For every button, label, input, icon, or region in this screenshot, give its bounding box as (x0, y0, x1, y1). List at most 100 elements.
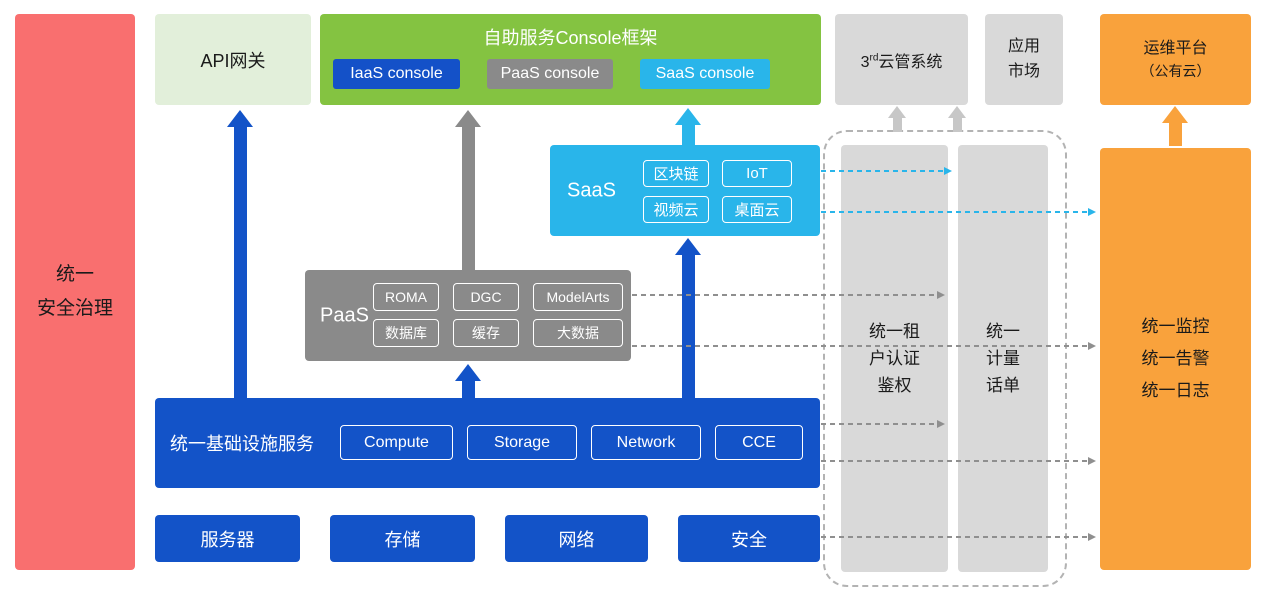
third-party-sup: rd (869, 52, 879, 64)
tenant-auth-label: 统一租 户认证 鉴权 (869, 318, 920, 400)
arrow-head-icon (888, 106, 906, 118)
arrow-shaft (461, 127, 475, 270)
iaas-console-box: IaaS console (333, 59, 460, 89)
saas-box: SaaS 区块链 IoT 视频云 桌面云 (550, 145, 820, 236)
third-party-rest: 云管系统 (878, 53, 943, 71)
arrow-shaft (1168, 123, 1182, 146)
console-frame-title: 自助服务Console框架 (483, 28, 658, 48)
metering-bar: 统一 计量 话单 (958, 145, 1048, 572)
paas-box: PaaS ROMA DGC ModelArts 数据库 缓存 大数据 (305, 270, 631, 361)
tenant-auth-line1: 统一租 (869, 321, 920, 341)
arrow-infra-to-api-gateway-icon (227, 110, 253, 398)
security-governance-label: 统一 安全治理 (37, 258, 113, 326)
paas-service-database: 数据库 (373, 319, 439, 347)
infrastructure-services: Compute Storage Network CCE (340, 425, 803, 460)
arrow-shaft (233, 127, 247, 398)
arrow-paas-to-console-icon (455, 110, 481, 270)
dashed-arrow-saas-to-monitoring-icon (821, 208, 1096, 216)
arrow-tenant-to-3rd-icon (888, 106, 906, 132)
security-box: 安全 (678, 515, 820, 562)
storage-label: 存储 (384, 529, 421, 550)
saas-services: 区块链 IoT 视频云 桌面云 (643, 160, 792, 223)
security-governance-bar: 统一 安全治理 (15, 14, 135, 570)
monitoring-line3: 统一日志 (1141, 381, 1210, 401)
api-gateway-box: API网关 (155, 14, 311, 105)
tenant-auth-bar: 统一租 户认证 鉴权 (841, 145, 948, 572)
monitoring-bar: 统一监控 统一告警 统一日志 (1100, 148, 1251, 570)
paas-label: PaaS (320, 304, 369, 326)
third-party-base: 3 (860, 53, 870, 71)
saas-service-blockchain: 区块链 (643, 160, 709, 187)
arrow-head-icon (1162, 106, 1188, 123)
metering-line3: 话单 (986, 376, 1020, 396)
dashed-arrow-paas-to-metering-icon (632, 291, 945, 299)
arrow-infra-to-saas-icon (675, 238, 701, 398)
network-label: 网络 (558, 529, 595, 550)
infra-service-storage: Storage (467, 425, 577, 460)
monitoring-line2: 统一告警 (1141, 348, 1210, 368)
infrastructure-box: 统一基础设施服务 Compute Storage Network CCE (155, 398, 820, 488)
arrow-head-icon (675, 108, 701, 125)
storage-box: 存储 (330, 515, 475, 562)
saas-label: SaaS (567, 179, 616, 201)
om-platform-line2: （公有云） (1140, 63, 1211, 79)
metering-line2: 计量 (986, 348, 1020, 368)
arrow-infra-to-paas-icon (455, 364, 481, 398)
arrow-head-icon (227, 110, 253, 127)
om-platform-label: 运维平台 （公有云） (1141, 37, 1211, 82)
saas-console-box: SaaS console (640, 59, 770, 89)
app-market-line1: 应用 (1007, 37, 1040, 55)
om-platform-box: 运维平台 （公有云） (1100, 14, 1251, 105)
arrow-head-icon (675, 238, 701, 255)
third-party-cloud-mgmt-label: 3rd云管系统 (861, 48, 943, 72)
monitoring-label: 统一监控 统一告警 统一日志 (1142, 311, 1210, 408)
dashed-arrow-infra-to-metering-icon (821, 420, 945, 428)
metering-line1: 统一 (986, 321, 1020, 341)
arrow-shaft (681, 125, 695, 145)
paas-services: ROMA DGC ModelArts 数据库 缓存 大数据 (373, 283, 623, 347)
arrow-shaft (681, 255, 695, 398)
infra-service-cce: CCE (715, 425, 803, 460)
paas-service-dgc: DGC (453, 283, 519, 311)
arrow-head-icon (455, 110, 481, 127)
paas-service-bigdata: 大数据 (533, 319, 623, 347)
server-box: 服务器 (155, 515, 300, 562)
arrow-shaft (461, 381, 475, 398)
infrastructure-label: 统一基础设施服务 (170, 434, 314, 454)
app-market-label: 应用 市场 (1008, 35, 1040, 85)
server-label: 服务器 (200, 529, 255, 550)
console-frame-box: 自助服务Console框架 IaaS console PaaS console … (320, 14, 821, 105)
dashed-arrow-paas-to-monitoring-icon (632, 342, 1096, 350)
arrow-saas-to-console-icon (675, 108, 701, 145)
paas-console-box: PaaS console (487, 59, 613, 89)
paas-service-roma: ROMA (373, 283, 439, 311)
saas-service-desktop-cloud: 桌面云 (722, 196, 792, 223)
dashed-arrow-security-to-monitoring-icon (821, 533, 1096, 541)
metering-label: 统一 计量 话单 (986, 318, 1020, 400)
security-governance-line1: 统一 (55, 263, 94, 285)
dashed-arrow-infra-to-monitoring-icon (821, 457, 1096, 465)
network-box: 网络 (505, 515, 648, 562)
monitoring-line1: 统一监控 (1141, 316, 1210, 336)
infra-service-compute: Compute (340, 425, 453, 460)
arrow-metering-to-3rd-icon (948, 106, 966, 132)
console-list: IaaS console PaaS console SaaS console (320, 59, 821, 89)
third-party-cloud-mgmt-box: 3rd云管系统 (835, 14, 968, 105)
paas-service-modelarts: ModelArts (533, 283, 623, 311)
arrow-shaft (892, 118, 902, 132)
security-governance-line2: 安全治理 (36, 298, 113, 319)
infra-service-network: Network (591, 425, 701, 460)
paas-service-cache: 缓存 (453, 319, 519, 347)
security-label: 安全 (731, 529, 767, 550)
arrow-shaft (952, 118, 962, 132)
saas-service-video-cloud: 视频云 (643, 196, 709, 223)
app-market-box: 应用 市场 (985, 14, 1063, 105)
om-platform-line1: 运维平台 (1143, 40, 1208, 57)
tenant-auth-line2: 户认证 (869, 348, 920, 368)
arrow-monitoring-to-om-icon (1162, 106, 1188, 146)
saas-service-iot: IoT (722, 160, 792, 187)
app-market-line2: 市场 (1007, 62, 1040, 80)
arrow-head-icon (948, 106, 966, 118)
tenant-auth-line3: 鉴权 (877, 376, 912, 396)
